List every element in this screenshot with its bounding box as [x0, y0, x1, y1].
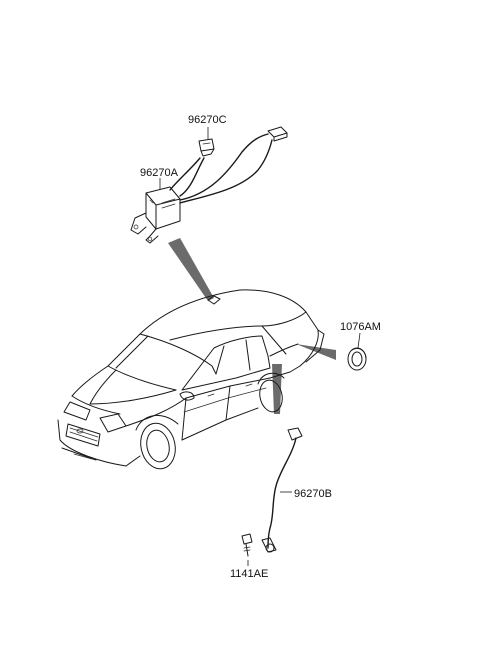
- pointer-roof: [168, 238, 214, 301]
- pointer-rear: [296, 344, 336, 360]
- bolt-1141AE: [241, 533, 253, 566]
- headlight-left: [63, 401, 91, 421]
- label-96270A: 96270A: [140, 167, 179, 179]
- label-1141AE: 1141AE: [230, 568, 268, 580]
- harness-wire-1: [179, 157, 205, 197]
- harness-wire-2: [179, 133, 269, 201]
- sedan-illustration: [57, 289, 325, 470]
- label-96270C: 96270C: [188, 114, 227, 126]
- module-96270A-assembly: [130, 126, 288, 244]
- label-1076AM: 1076AM: [340, 321, 381, 333]
- roof-antenna: [207, 295, 221, 305]
- cable-96270B: [261, 427, 303, 553]
- connector-96270C: [198, 138, 215, 152]
- front-wheel: [140, 422, 176, 470]
- headlight-right: [99, 413, 127, 433]
- grille: [65, 423, 101, 447]
- harness-wire-3: [179, 139, 273, 204]
- grommet-1076AM: [347, 332, 367, 371]
- side-mirror: [179, 391, 195, 401]
- antenna-plug: [267, 126, 288, 138]
- rear-wheel: [259, 379, 283, 413]
- module-body: [145, 186, 181, 230]
- module-mount-tab: [130, 212, 147, 235]
- cable-96270B-plug: [287, 427, 303, 441]
- label-96270B: 96270B: [294, 488, 332, 500]
